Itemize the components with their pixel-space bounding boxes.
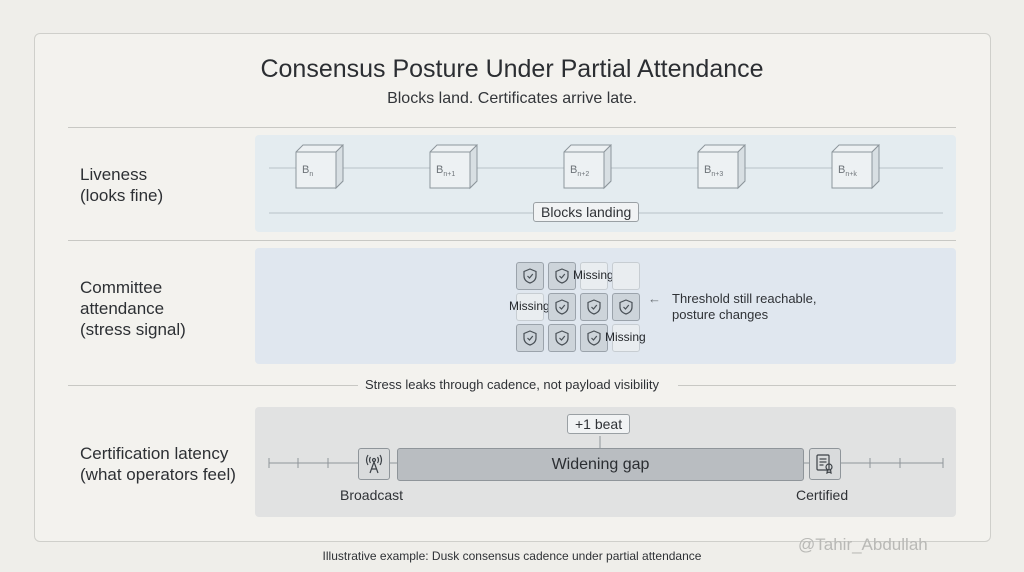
liveness-label: Liveness (looks fine) (80, 164, 163, 206)
threshold-note-line-1: Threshold still reachable, (672, 291, 817, 306)
attendance-cell-missing (516, 293, 544, 321)
shield-icon (523, 268, 537, 284)
block-cube: Bn+2 (563, 143, 619, 192)
broadcast-node (358, 448, 390, 480)
shield-icon (587, 330, 601, 346)
attendance-cell-present (548, 324, 576, 352)
cube-icon (831, 143, 880, 190)
certified-node (809, 448, 841, 480)
attendance-cell-present (548, 262, 576, 290)
liveness-title: Liveness (80, 165, 148, 184)
cube-icon (697, 143, 746, 190)
diagram-title: Consensus Posture Under Partial Attendan… (260, 55, 764, 83)
attendance-cell-missing (580, 262, 608, 290)
latency-sub: (what operators feel) (80, 465, 236, 484)
shield-icon (555, 299, 569, 315)
attendance-cell-empty (612, 262, 640, 290)
block-cube: Bn (295, 143, 351, 192)
footer-caption: Illustrative example: Dusk consensus cad… (322, 549, 702, 563)
missing-label: Missing (509, 299, 550, 313)
stress-divider-text: Stress leaks through cadence, not payloa… (364, 377, 660, 392)
broadcast-label: Broadcast (340, 487, 404, 503)
block-cube: Bn+1 (429, 143, 485, 192)
committee-title-2: attendance (80, 299, 165, 318)
block-label: Bn+2 (570, 164, 590, 179)
threshold-note: ← Threshold still reachable, posture cha… (648, 291, 817, 323)
block-cube: Bn+3 (697, 143, 753, 192)
plus-one-beat-pill: +1 beat (567, 414, 631, 434)
committee-sub: (stress signal) (80, 320, 186, 339)
attendance-cell-present (580, 293, 608, 321)
certified-label: Certified (796, 487, 849, 503)
shield-icon (555, 268, 569, 284)
attendance-cell-missing (612, 324, 640, 352)
cube-icon (295, 143, 344, 190)
attendance-cell-present (516, 262, 544, 290)
block-label: Bn (302, 164, 314, 179)
shield-icon (619, 299, 633, 315)
left-arrow-icon: ← (648, 291, 661, 306)
committee-label: Committee attendance (stress signal) (80, 277, 186, 340)
threshold-note-line-2: posture changes (672, 307, 769, 322)
attendance-cell-present (580, 324, 608, 352)
block-label: Bn+3 (704, 164, 724, 179)
latency-label: Certification latency (what operators fe… (80, 443, 236, 485)
broadcast-antenna-icon (365, 454, 383, 474)
missing-label: Missing (605, 330, 646, 344)
block-label: Bn+k (838, 164, 857, 179)
shield-icon (523, 330, 537, 346)
divider-lower-right (678, 385, 956, 386)
divider-lower-left (68, 385, 358, 386)
diagram-subtitle: Blocks land. Certificates arrive late. (387, 90, 637, 107)
widening-gap-bar: Widening gap (397, 448, 804, 481)
divider-middle (68, 240, 956, 241)
missing-label: Missing (573, 268, 614, 282)
block-cube: Bn+k (831, 143, 887, 192)
block-label: Bn+1 (436, 164, 456, 179)
divider-top (68, 127, 956, 128)
blocks-landing-pill: Blocks landing (533, 202, 640, 222)
beat-connector (599, 436, 601, 448)
attendance-cell-present (516, 324, 544, 352)
cube-icon (429, 143, 478, 190)
latency-title: Certification latency (80, 444, 229, 463)
attendance-cell-present (612, 293, 640, 321)
attendance-cell-present (548, 293, 576, 321)
shield-icon (555, 330, 569, 346)
liveness-sub: (looks fine) (80, 186, 164, 205)
certificate-icon (816, 454, 833, 474)
shield-icon (587, 299, 601, 315)
watermark: @Tahir_Abdullah (798, 535, 928, 554)
committee-title-1: Committee (80, 278, 163, 297)
cube-icon (563, 143, 612, 190)
